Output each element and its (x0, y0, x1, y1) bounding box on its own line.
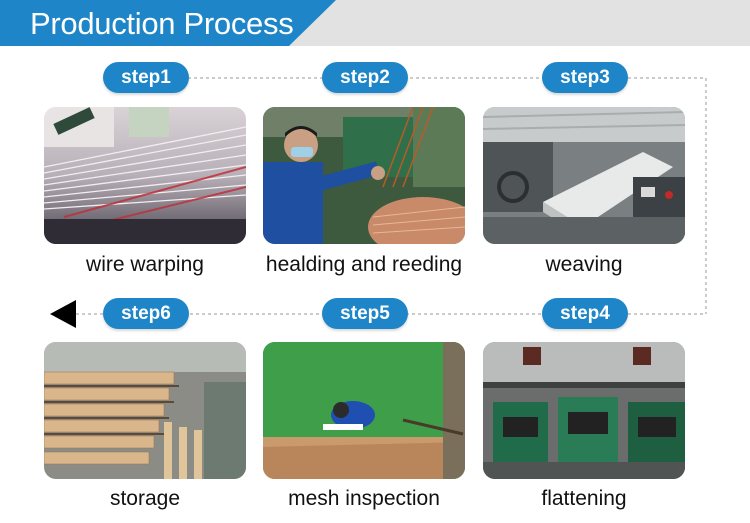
step3-badge: step3 (542, 62, 628, 93)
wire-warping-photo (44, 107, 246, 244)
step1-caption: wire warping (86, 253, 204, 276)
title-banner (0, 0, 336, 46)
mesh-inspection-photo (263, 342, 465, 479)
step5-badge: step5 (322, 298, 408, 329)
arrow-left-icon (50, 300, 76, 328)
weaving-photo (483, 107, 685, 244)
step6-badge: step6 (103, 298, 189, 329)
step2-badge: step2 (322, 62, 408, 93)
step2-caption: healding and reeding (265, 253, 463, 276)
healding-reeding-photo (263, 107, 465, 244)
flattening-photo (483, 342, 685, 479)
step4-caption: flattening (541, 487, 627, 510)
step6-caption: storage (109, 487, 181, 510)
storage-photo (44, 342, 246, 479)
step3-caption: weaving (545, 253, 623, 276)
step4-badge: step4 (542, 298, 628, 329)
step5-caption: mesh inspection (288, 487, 440, 510)
page-title: Production Process (30, 6, 294, 41)
step1-badge: step1 (103, 62, 189, 93)
